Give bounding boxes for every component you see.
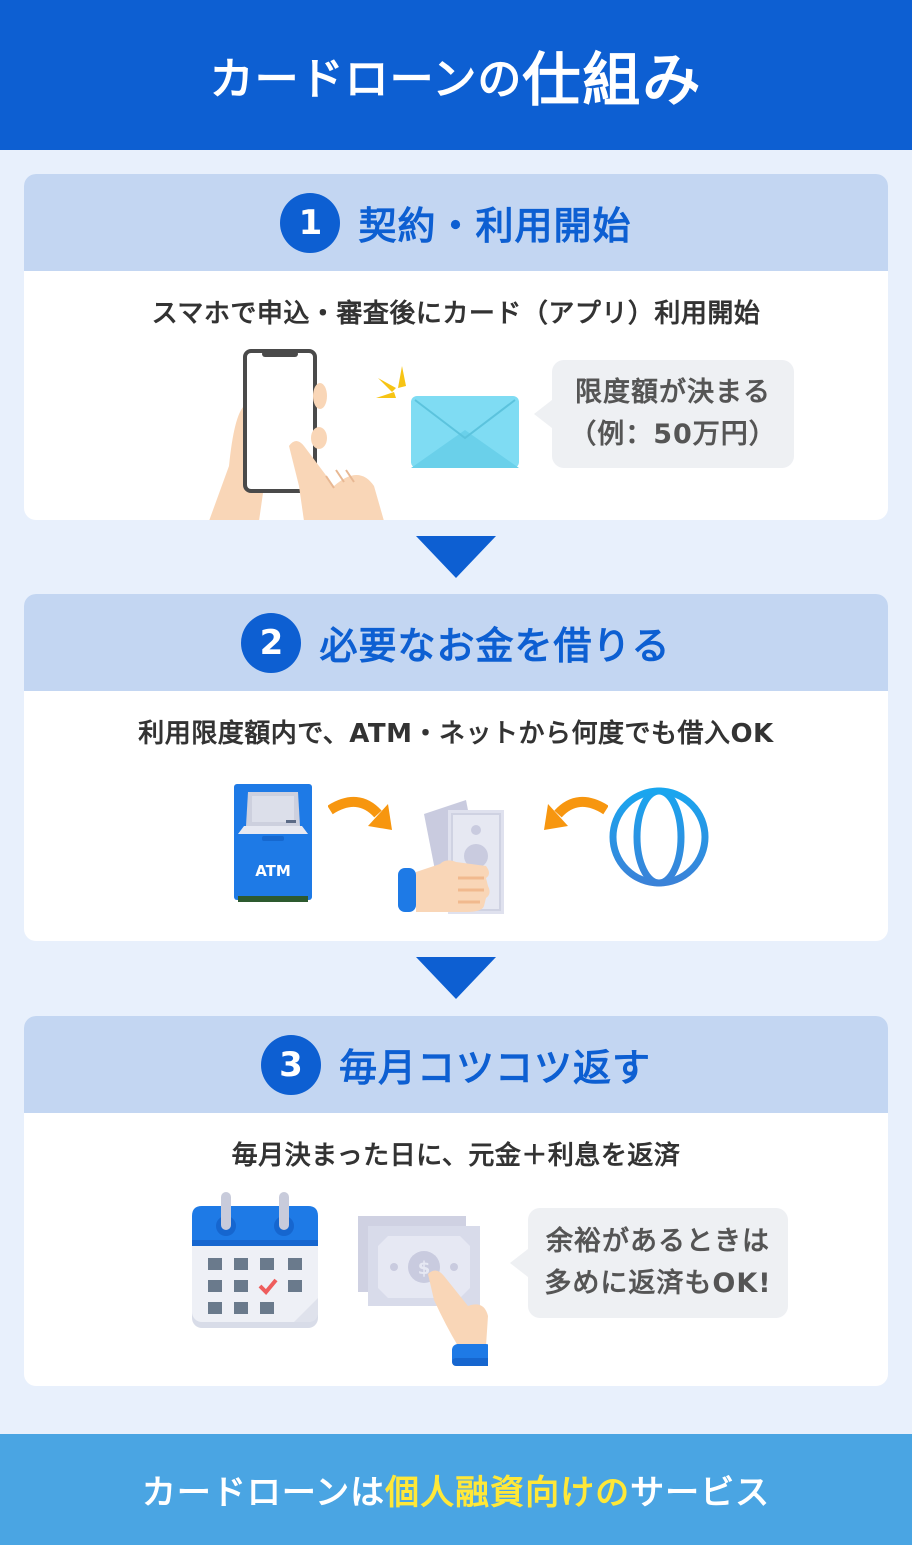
summary-footer: カードローンは 個人融資向けの サービス xyxy=(0,1434,912,1545)
page-header: カードローンの 仕組み xyxy=(0,0,912,150)
globe-icon xyxy=(609,787,709,887)
step-header: 1 契約・利用開始 xyxy=(24,174,888,271)
step-card-2: 2 必要なお金を借りる 利用限度額内で、ATM・ネットから何度でも借入OK AT… xyxy=(24,594,888,941)
flow-arrow-down-icon xyxy=(416,536,496,578)
bubble-line1: 限度額が決まる xyxy=(575,377,771,408)
sparkle-icon xyxy=(376,366,406,398)
step-number-badge: 1 xyxy=(280,192,341,253)
footer-text-part2: サービス xyxy=(630,1473,771,1513)
step-number-badge: 3 xyxy=(260,1034,321,1095)
step-header: 2 必要なお金を借りる xyxy=(24,594,888,691)
footer-text-highlight: 個人融資向けの xyxy=(385,1473,631,1513)
flow-arrow-down-icon xyxy=(416,957,496,999)
step-title: 必要なお金を借りる xyxy=(319,624,671,668)
curved-arrow-right-icon xyxy=(328,797,392,830)
bubble-line1: 余裕があるときは xyxy=(546,1226,770,1257)
header-title-part1: カードローンの xyxy=(209,54,523,105)
curved-arrow-left-icon xyxy=(544,797,608,830)
bubble-line2: 多めに返済もOK! xyxy=(544,1268,772,1299)
step-title: 毎月コツコツ返す xyxy=(338,1046,651,1090)
cash-in-hand-icon xyxy=(398,800,504,914)
atm-icon: ATM xyxy=(234,784,312,904)
step-description: 毎月決まった日に、元金＋利息を返済 xyxy=(231,1141,681,1171)
step-description: スマホで申込・審査後にカード（アプリ）利用開始 xyxy=(151,299,761,329)
step-card-3: 3 毎月コツコツ返す 毎月決まった日に、元金＋利息を返済 $ xyxy=(24,1016,888,1386)
cash-payment-icon: $ xyxy=(358,1216,488,1366)
step-description: 利用限度額内で、ATM・ネットから何度でも借入OK xyxy=(138,719,774,749)
svg-text:$: $ xyxy=(418,1258,431,1279)
footer-text-part1: カードローンは xyxy=(141,1473,386,1513)
bubble-line2: （例：50万円） xyxy=(569,419,777,450)
limit-bubble: 限度額が決まる （例：50万円） xyxy=(534,360,794,468)
atm-label: ATM xyxy=(255,862,291,880)
step-number-badge: 2 xyxy=(241,612,302,673)
step-title: 契約・利用開始 xyxy=(358,204,632,248)
envelope-icon xyxy=(411,396,519,468)
header-title-part2: 仕組み xyxy=(522,46,703,114)
smartphone-hand-icon xyxy=(209,349,384,520)
step-card-1: 1 契約・利用開始 スマホで申込・審査後にカード（アプリ）利用開始 限度額が決ま… xyxy=(24,174,888,520)
repayment-bubble: 余裕があるときは 多めに返済もOK! xyxy=(510,1208,788,1318)
step-header: 3 毎月コツコツ返す xyxy=(24,1016,888,1113)
calendar-icon xyxy=(192,1192,318,1328)
